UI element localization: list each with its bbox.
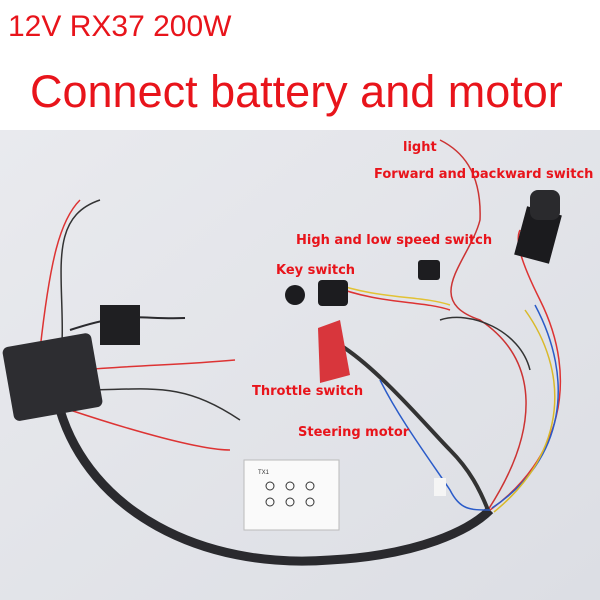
main-harness [55, 408, 494, 566]
wiring-kit-photo: TX1 [0, 130, 600, 600]
page-title: Connect battery and motor [30, 66, 563, 117]
forward-backward-switch-part [514, 190, 562, 264]
remote-control-part: TX1 [243, 459, 340, 531]
remote-label: TX1 [258, 470, 270, 476]
label-key-switch: Key switch [276, 263, 356, 278]
label-steering-motor: Steering motor [298, 425, 410, 440]
controller-box [2, 305, 140, 421]
label-speed-switch: High and low speed switch [296, 233, 493, 248]
speed-switch-part [418, 260, 440, 280]
key-switch-part [285, 280, 348, 306]
label-throttle-switch: Throttle switch [252, 384, 364, 399]
label-light: light [403, 140, 437, 155]
product-spec: 12V RX37 200W [8, 10, 232, 43]
label-forward-backward-switch: Forward and backward switch [374, 167, 594, 182]
throttle-pedal-part [318, 320, 350, 383]
